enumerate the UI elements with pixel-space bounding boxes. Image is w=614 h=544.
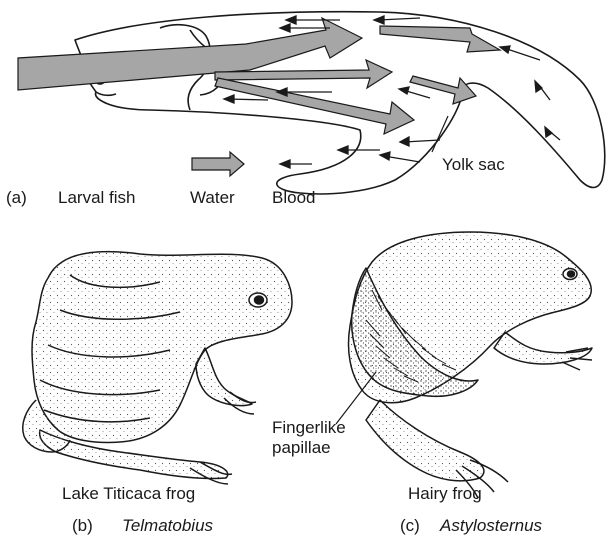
panel-a-title: Larval fish (58, 188, 135, 208)
panel-c-letter: (c) (400, 516, 420, 536)
legend-water-label: Water (190, 188, 235, 208)
panel-b-common-name: Lake Titicaca frog (62, 484, 195, 504)
panel-c-genus: Astylosternus (440, 516, 542, 536)
water-arrow-yolk (410, 76, 476, 104)
yolk-sac-label: Yolk sac (442, 155, 505, 175)
panel-b-genus: Telmatobius (122, 516, 213, 536)
yolk-sac-leader (432, 116, 448, 152)
hairy-frog (349, 232, 593, 498)
titicaca-frog (23, 252, 292, 484)
papillae-label-line1: Fingerlike (272, 418, 346, 438)
panel-b-letter: (b) (72, 516, 93, 536)
papillae-label-line2: papillae (272, 438, 331, 458)
legend-blood-label: Blood (272, 188, 315, 208)
water-arrow-upper-right (380, 26, 500, 52)
panel-c-common-name: Hairy frog (408, 484, 482, 504)
panel-a-letter: (a) (6, 188, 27, 208)
legend-water-arrow (192, 152, 244, 176)
water-arrow-lower (215, 78, 414, 134)
